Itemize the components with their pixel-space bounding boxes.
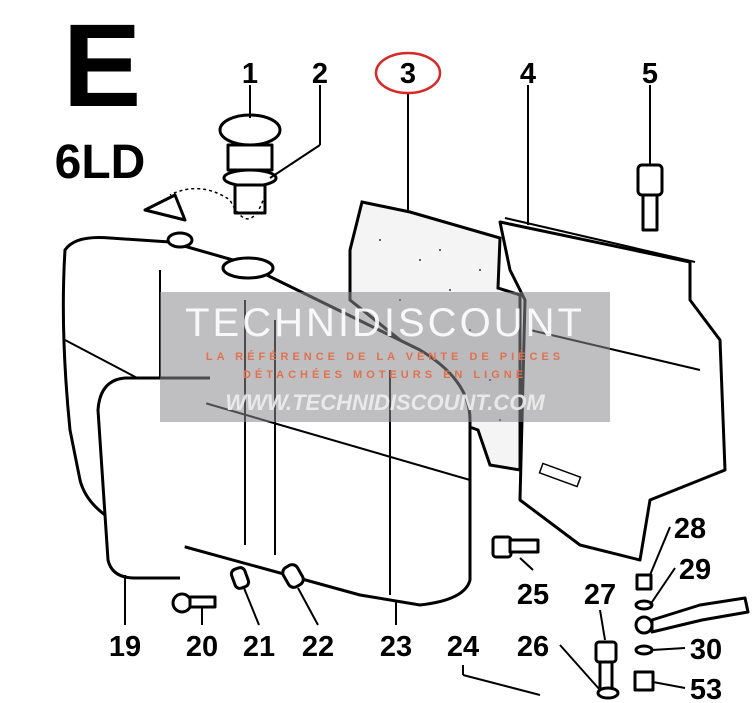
callout-23[interactable]: 23	[380, 631, 412, 663]
callout-4[interactable]: 4	[520, 58, 536, 90]
callout-labels: 1 2 3 4 5 19 20 21 22 23 24 25 26 27 28 …	[109, 58, 722, 703]
callout-24[interactable]: 24	[447, 631, 479, 663]
callout-26[interactable]: 26	[517, 631, 549, 663]
part-5-bolt	[636, 163, 664, 232]
callout-22[interactable]: 22	[302, 631, 334, 663]
leader-lines	[124, 85, 686, 696]
callout-27[interactable]: 27	[584, 579, 616, 611]
part-22-plug	[281, 563, 305, 589]
callout-20[interactable]: 20	[186, 631, 218, 663]
part-21-plug	[229, 566, 251, 590]
parts-28-29-30-53-fittings	[633, 573, 750, 692]
part-20-bolt	[171, 592, 217, 614]
part-27-bolt	[594, 640, 618, 692]
callout-28[interactable]: 28	[674, 513, 706, 545]
callout-21[interactable]: 21	[243, 631, 275, 663]
engine-model: 6LD	[55, 136, 146, 189]
callout-3[interactable]: 3	[400, 58, 416, 90]
highlight-circle	[374, 51, 442, 95]
watermark-line1: LA RÉFÉRENCE DE LA VENTE DE PIÈCES	[206, 350, 564, 363]
watermark-url: WWW.TECHNIDISCOUNT.COM	[225, 390, 545, 415]
callout-29[interactable]: 29	[679, 554, 711, 586]
part-25-bolt	[491, 535, 540, 559]
callout-19[interactable]: 19	[109, 631, 141, 663]
watermark-brand: TECHNIDISCOUNT	[185, 301, 585, 345]
callout-30[interactable]: 30	[690, 634, 722, 666]
section-letter: E	[63, 0, 142, 132]
part-26-washer	[596, 686, 620, 700]
callout-53[interactable]: 53	[690, 674, 722, 703]
watermark-line2: DÉTACHÉES MOTEURS EN LIGNE	[243, 368, 527, 381]
callout-5[interactable]: 5	[642, 58, 658, 90]
callout-2[interactable]: 2	[312, 58, 328, 90]
callout-25[interactable]: 25	[517, 579, 549, 611]
watermark: TECHNIDISCOUNT LA RÉFÉRENCE DE LA VENTE …	[160, 292, 610, 422]
part-1-filler-cap	[218, 113, 282, 215]
callout-1[interactable]: 1	[242, 58, 258, 90]
